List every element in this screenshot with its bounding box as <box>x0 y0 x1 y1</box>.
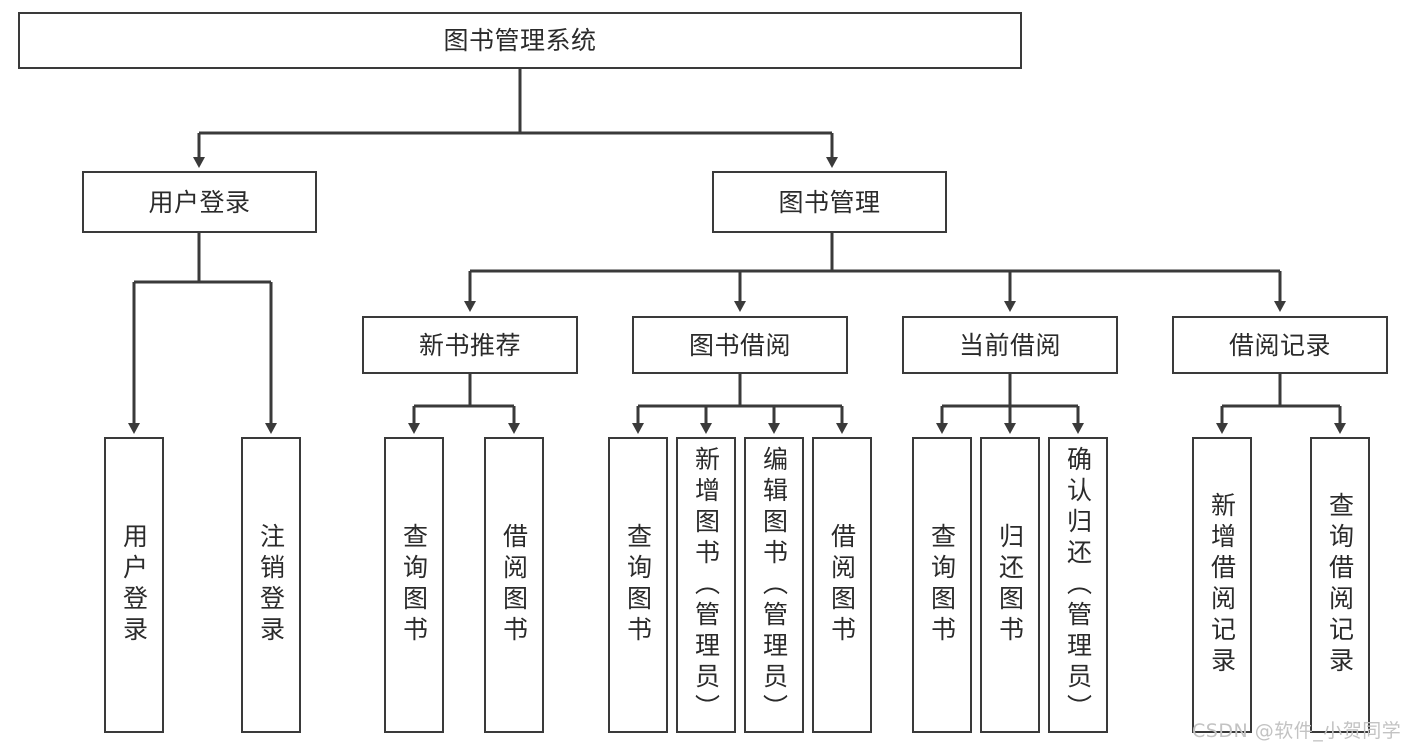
node-root-book-management-system[interactable]: 图书管理系统 <box>18 12 1022 69</box>
node-label: 图书借阅 <box>688 330 791 360</box>
node-borrow-record[interactable]: 借阅记录 <box>1172 316 1388 374</box>
leaf-borrow-record-query-record[interactable]: 查询借阅记录 <box>1310 437 1370 733</box>
node-label: 借阅图书 <box>827 523 857 647</box>
leaf-current-borrow-query-book[interactable]: 查询图书 <box>912 437 972 733</box>
leaf-new-book-query-book[interactable]: 查询图书 <box>384 437 444 733</box>
node-label: 查询图书 <box>399 523 429 647</box>
node-label: 归还图书 <box>995 523 1025 647</box>
node-label: 确认归还（管理员） <box>1063 445 1093 725</box>
node-label: 新增借阅记录 <box>1207 492 1237 678</box>
leaf-book-borrow-edit-book-admin[interactable]: 编辑图书（管理员） <box>744 437 804 733</box>
node-label: 编辑图书（管理员） <box>759 445 789 725</box>
leaf-new-book-borrow-book[interactable]: 借阅图书 <box>484 437 544 733</box>
node-book-management[interactable]: 图书管理 <box>712 171 947 233</box>
node-label: 注销登录 <box>256 523 286 647</box>
node-label: 图书管理系统 <box>443 26 597 55</box>
node-current-borrow[interactable]: 当前借阅 <box>902 316 1118 374</box>
node-label: 新书推荐 <box>418 330 521 360</box>
csdn-watermark: CSDN @软件_小贺同学 <box>1192 720 1402 742</box>
leaf-user-login-login[interactable]: 用户登录 <box>104 437 164 733</box>
node-label: 用户登录 <box>148 187 251 217</box>
node-label: 图书管理 <box>778 187 881 217</box>
leaf-borrow-record-add-record[interactable]: 新增借阅记录 <box>1192 437 1252 733</box>
node-new-book-recommend[interactable]: 新书推荐 <box>362 316 578 374</box>
node-book-borrow[interactable]: 图书借阅 <box>632 316 848 374</box>
node-label: 查询图书 <box>927 523 957 647</box>
leaf-book-borrow-add-book-admin[interactable]: 新增图书（管理员） <box>676 437 736 733</box>
node-label: 查询图书 <box>623 523 653 647</box>
node-label: 借阅图书 <box>499 523 529 647</box>
node-label: 新增图书（管理员） <box>691 445 721 725</box>
leaf-current-borrow-confirm-return-admin[interactable]: 确认归还（管理员） <box>1048 437 1108 733</box>
leaf-user-login-logout[interactable]: 注销登录 <box>241 437 301 733</box>
leaf-book-borrow-query-book[interactable]: 查询图书 <box>608 437 668 733</box>
node-label: 查询借阅记录 <box>1325 492 1355 678</box>
leaf-current-borrow-return-book[interactable]: 归还图书 <box>980 437 1040 733</box>
node-label: 当前借阅 <box>958 330 1061 360</box>
node-user-login[interactable]: 用户登录 <box>82 171 317 233</box>
node-label: 用户登录 <box>119 523 149 647</box>
leaf-book-borrow-borrow-book[interactable]: 借阅图书 <box>812 437 872 733</box>
node-label: 借阅记录 <box>1228 330 1331 360</box>
